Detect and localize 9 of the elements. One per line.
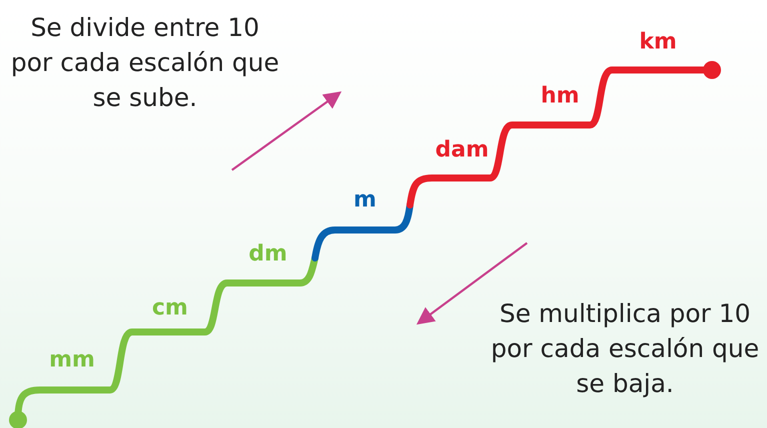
note-text: Se multiplica por 10 por cada escalón que se baja. [490,298,760,400]
unit-label: mm [49,348,95,372]
unit-label: km [639,30,677,54]
note-text: Se divide entre 10 por cada escalón que se sube. [10,12,280,114]
unit-label: dm [248,242,288,266]
unit-label: dam [435,138,489,162]
unit-label: m [354,188,376,212]
unit-label: cm [152,296,188,320]
unit-label: hm [540,84,580,108]
